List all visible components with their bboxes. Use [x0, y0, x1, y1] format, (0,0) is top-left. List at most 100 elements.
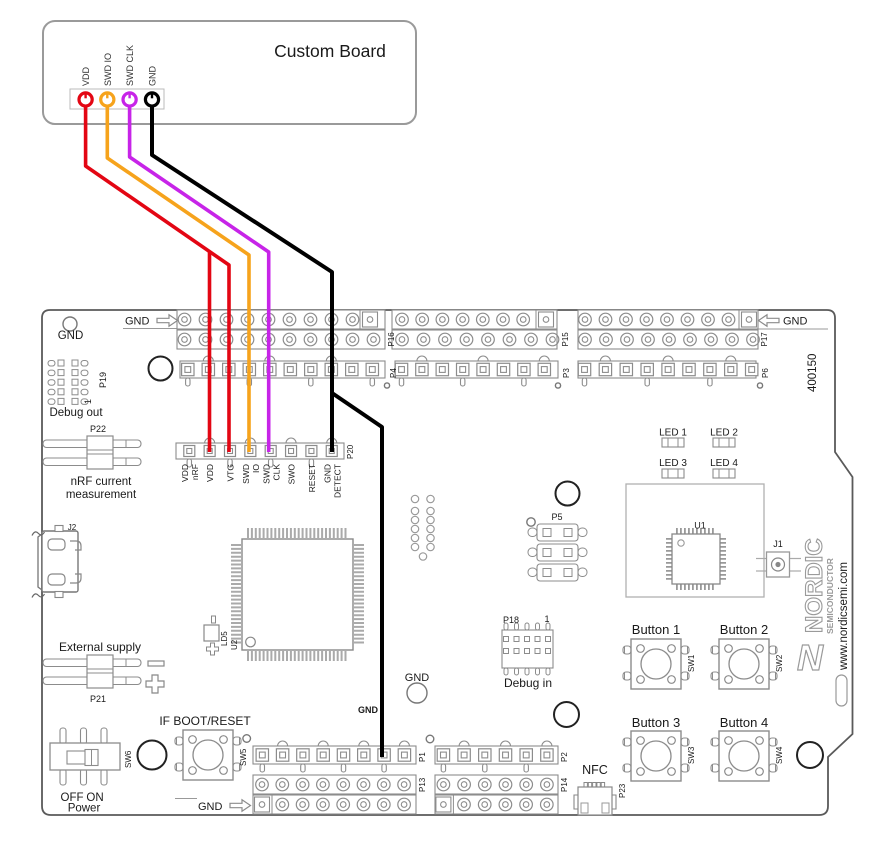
vtext-p17: P17 — [760, 332, 769, 347]
pin-square-inner — [581, 366, 588, 373]
pin-circle-inner — [258, 781, 266, 788]
pin-square — [723, 362, 738, 377]
pin-circle — [177, 332, 192, 347]
pin-circle-inner — [307, 336, 314, 343]
pin-circle — [540, 777, 554, 792]
button-body — [630, 730, 682, 782]
pin-bump — [599, 355, 611, 362]
pin-circle — [345, 332, 360, 347]
hole — [418, 552, 428, 561]
pin-square — [744, 362, 759, 377]
center — [775, 561, 781, 568]
pin-circle — [662, 332, 676, 347]
pin-circle-inner — [400, 781, 408, 788]
pin-stem — [707, 377, 713, 387]
mount-hole-3 — [553, 701, 580, 728]
pin-stem — [440, 763, 447, 773]
vtext-sw3: SW3 — [687, 746, 696, 764]
prong-bottom — [79, 768, 88, 786]
pin-circle-inner — [581, 316, 589, 323]
pin-circle-inner — [440, 781, 447, 788]
header-strip — [391, 329, 558, 350]
pin-square — [377, 748, 391, 762]
vtext-sw2: SW2 — [775, 654, 784, 672]
corner-pin — [219, 735, 228, 744]
stem-bottom — [524, 667, 530, 676]
pin-bump — [416, 355, 428, 362]
pin-circle — [725, 332, 739, 347]
small-circle-3 — [383, 382, 391, 389]
text-gnd: GND — [125, 316, 150, 328]
pin-bump — [541, 740, 553, 747]
pin-circle — [481, 332, 495, 347]
pin-circle-inner — [418, 316, 426, 323]
jumper-P21 — [42, 654, 142, 689]
pin-circle-inner — [319, 781, 327, 788]
pin-bump — [499, 740, 512, 747]
pin-square-inner — [706, 366, 714, 373]
pin-square-inner — [348, 366, 356, 373]
pin-bump — [358, 740, 370, 747]
pin-circle-inner — [643, 316, 650, 323]
p20-pin-label: nRF — [190, 464, 200, 480]
pin-circle-inner — [543, 781, 551, 788]
ring — [770, 557, 786, 572]
led-body — [712, 468, 736, 479]
corner-pin — [755, 736, 764, 745]
hole — [426, 533, 435, 543]
tab — [80, 369, 89, 377]
pin-square — [703, 362, 717, 377]
pin-circle-inner — [725, 316, 732, 323]
tab — [80, 398, 89, 405]
pin-stem — [369, 377, 376, 387]
pad — [513, 648, 520, 654]
button-SW5 — [174, 729, 242, 781]
pin-left — [42, 439, 91, 449]
text-gnd: GND — [405, 672, 430, 684]
pin-circle — [395, 332, 409, 347]
pin-circle — [436, 777, 451, 792]
terminal-swd-io — [99, 91, 116, 108]
pin-bump — [398, 740, 410, 747]
pin-square-inner — [368, 366, 376, 373]
pin-circle — [198, 312, 213, 327]
header-strip — [252, 774, 417, 795]
text-debug-out: Debug out — [49, 407, 103, 419]
pin-circle — [366, 332, 381, 347]
pin-square-inner — [520, 366, 528, 373]
button-cap — [728, 740, 760, 772]
corner-pin — [755, 675, 764, 684]
pin-circle-inner — [549, 336, 556, 343]
button-body — [718, 638, 770, 690]
pin-square-inner — [522, 751, 530, 759]
hole — [426, 524, 435, 534]
contact — [600, 782, 606, 788]
pin-square — [357, 748, 371, 762]
pin-circle — [397, 797, 412, 812]
ring — [77, 91, 94, 108]
pin-square-inner — [500, 366, 507, 373]
text-gnd: GND — [58, 330, 84, 342]
vtext-sw5: SW5 — [239, 748, 248, 766]
pin-square — [640, 362, 654, 377]
usb-connector-J2 — [31, 524, 82, 599]
hole-grid — [410, 494, 435, 561]
pin1-marker — [677, 539, 685, 547]
header-P2 — [434, 740, 559, 773]
pin1-inner — [440, 801, 447, 808]
pin-circle-inner — [349, 336, 356, 343]
header-strip — [252, 745, 417, 765]
pin-bump — [317, 740, 329, 747]
pin-circle — [282, 312, 297, 327]
corner-pin — [724, 644, 733, 653]
stem-bottom — [545, 667, 551, 676]
key — [128, 94, 131, 99]
header-P13-row1 — [252, 774, 417, 795]
pin-circle — [578, 312, 592, 327]
tab — [577, 567, 588, 577]
pin-circle-inner — [686, 336, 694, 343]
pin-square — [336, 748, 351, 762]
text-power: Power — [68, 803, 101, 815]
pin-square-inner — [400, 751, 408, 759]
terminal-label-2: SWD CLK — [125, 45, 135, 86]
